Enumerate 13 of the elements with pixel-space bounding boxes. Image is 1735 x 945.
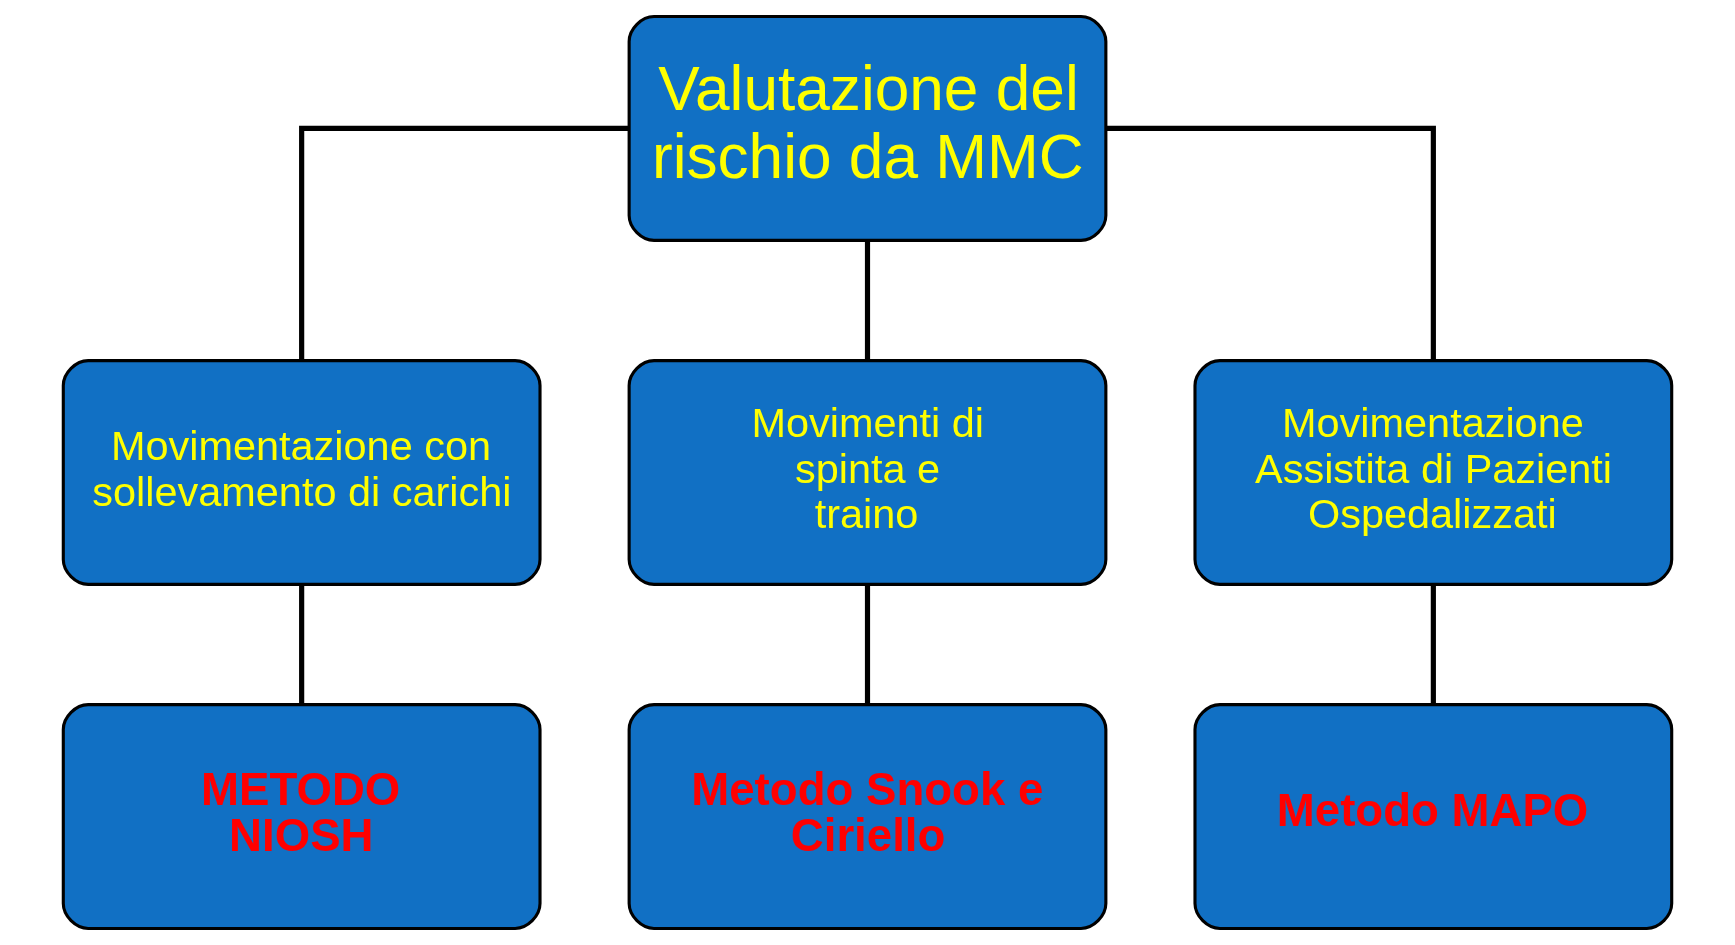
node-box: Movimentazione con sollevamento di carichi: [61, 359, 542, 586]
node-box: Valutazione del rischio da MMC: [627, 14, 1108, 242]
connector: [864, 241, 871, 361]
node-box: Metodo MAPO: [1193, 703, 1674, 931]
connector: [1106, 125, 1436, 360]
connector: [1430, 585, 1436, 705]
connector: [299, 585, 305, 705]
node-box: Metodo Snook e Ciriello: [627, 703, 1108, 931]
connector: [299, 125, 629, 360]
node-box: Movimenti di spinta e traino: [627, 359, 1108, 586]
node-box: METODO NIOSH: [61, 703, 542, 931]
connector: [864, 585, 871, 705]
node-box: Movimentazione Assistita di Pazienti Ospedalizzati: [1193, 359, 1674, 586]
